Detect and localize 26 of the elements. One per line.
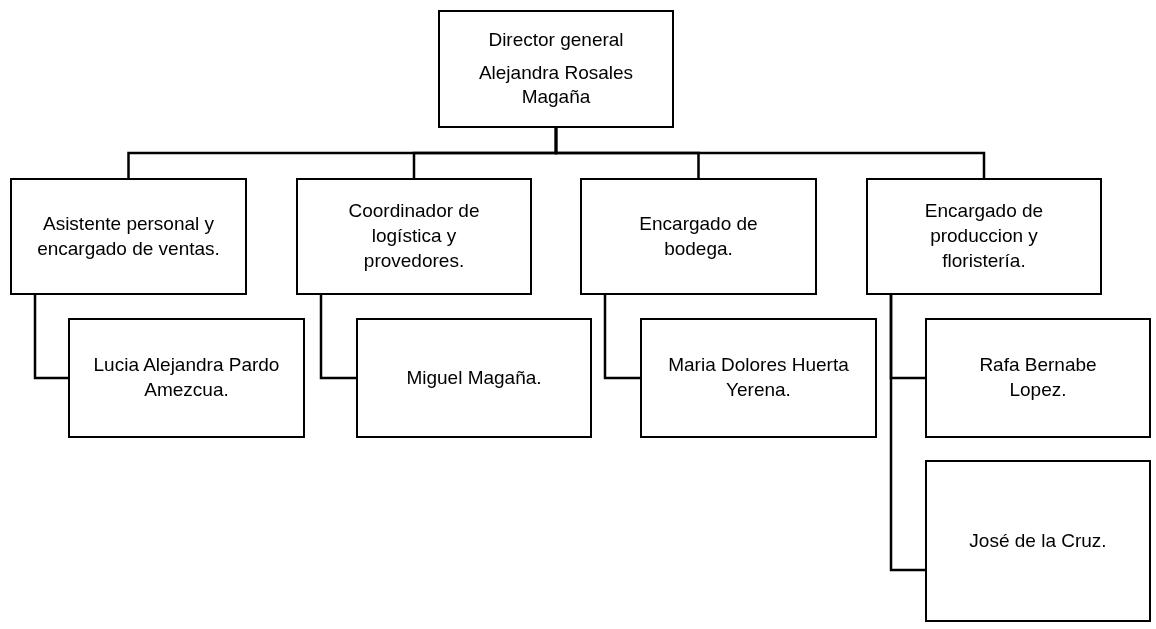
- person-box: [925, 318, 1151, 438]
- connector-line: [603, 295, 640, 380]
- box-label: Miguel Magaña.: [406, 365, 542, 390]
- connector-line: [889, 295, 925, 572]
- person-box: [925, 460, 1151, 622]
- person-box: [356, 318, 592, 438]
- role-box: [866, 178, 1102, 295]
- director-box: [438, 10, 674, 128]
- role-box: [580, 178, 817, 295]
- person-box: [640, 318, 877, 438]
- role-title: Director general: [488, 27, 624, 52]
- person-box: [68, 318, 305, 438]
- box-label: Encargado de bodega.: [638, 211, 759, 261]
- box-label: Lucia Alejandra Pardo Amezcua.: [92, 353, 281, 402]
- connector-line: [319, 295, 356, 380]
- role-box: [10, 178, 247, 295]
- role-box: [296, 178, 532, 295]
- box-label: Alejandra Rosales Magaña: [477, 60, 635, 110]
- connector-line: [33, 295, 68, 380]
- box-label: Maria Dolores Huerta Yerena.: [667, 353, 850, 402]
- box-label: Encargado de produccion y floristería.: [923, 199, 1045, 273]
- box-label: Coordinador de logística y provedores.: [347, 199, 481, 273]
- box-label: Asistente personal y encargado de ventas.: [36, 211, 221, 261]
- connector-line: [554, 128, 986, 178]
- box-label: Rafa Bernabe Lopez.: [978, 353, 1098, 402]
- box-label: José de la Cruz.: [969, 528, 1107, 553]
